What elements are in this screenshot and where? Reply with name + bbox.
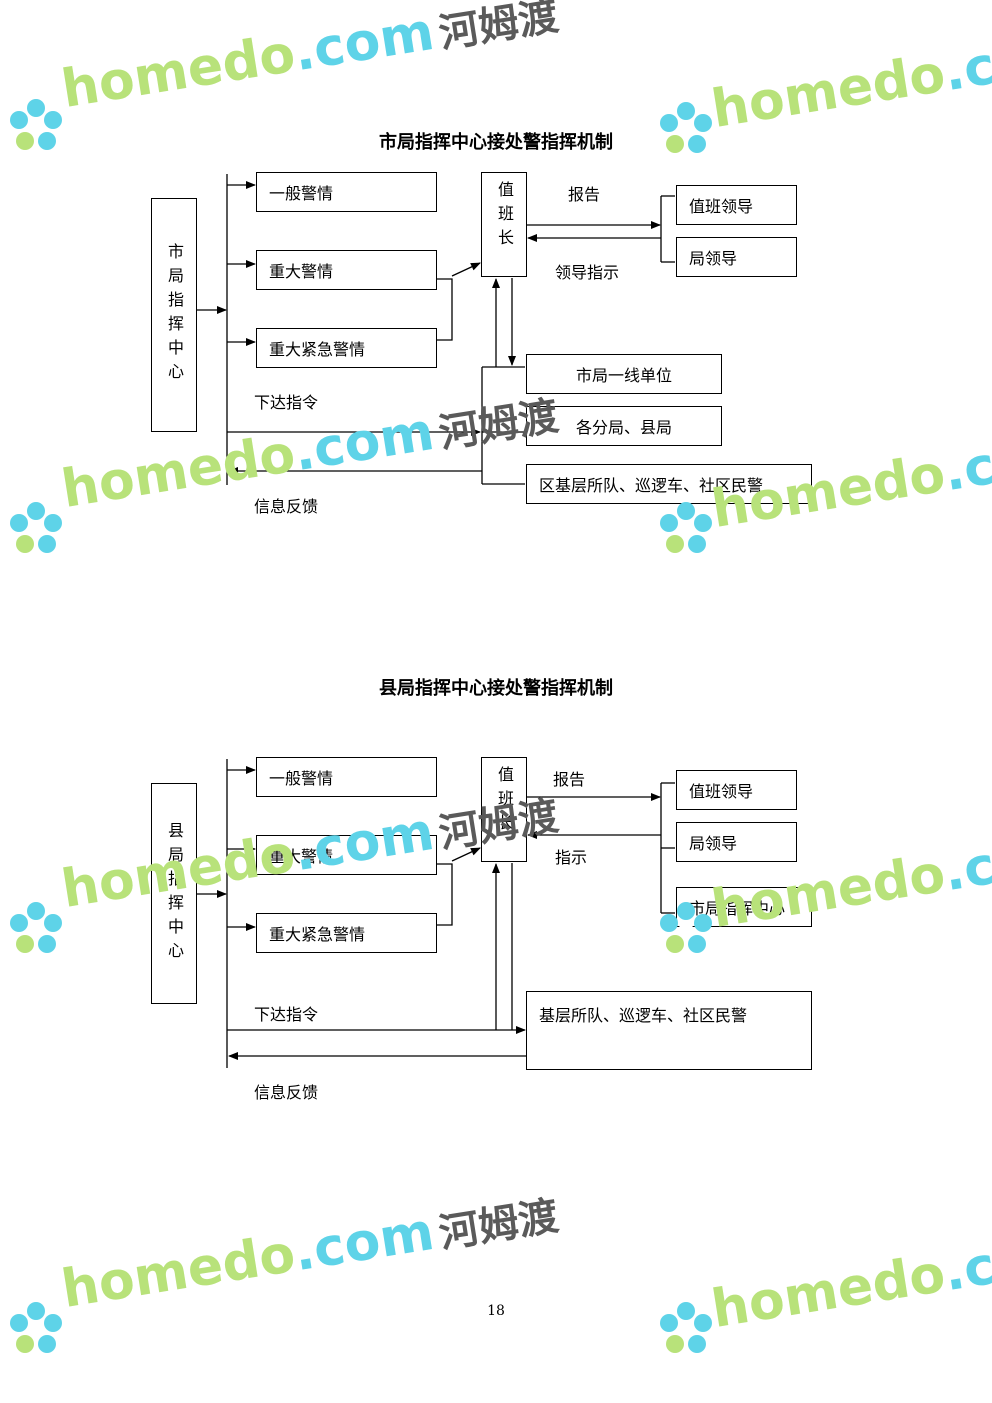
diagram1-command-label: 下达指令 (254, 393, 319, 412)
d1-arrow-to-chief (451, 262, 481, 277)
d2-arrow-to-chief (451, 847, 481, 862)
diagram1-leader-duty: 值班领导 (676, 185, 797, 225)
diagram1-unit-branches: 各分局、县局 (526, 406, 722, 446)
diagram1-leader-bureau: 局领导 (676, 237, 797, 277)
diagram2-report-label: 报告 (553, 770, 586, 789)
diagram2-title: 县局指挥中心接处警指挥机制 (379, 678, 613, 699)
diagram2-leader-bureau: 局领导 (676, 822, 797, 862)
d2-merge-line (437, 863, 453, 926)
d1-merge-line (437, 278, 453, 341)
diagram2-source-box: 县局指挥中心 (151, 783, 197, 1004)
diagram1-feedback-label: 信息反馈 (254, 497, 319, 516)
diagram1-title: 市局指挥中心接处警指挥机制 (379, 132, 613, 153)
diagram2-leader-duty: 值班领导 (676, 770, 797, 810)
diagram1-duty-chief-box: 值班长 (481, 172, 527, 277)
diagram2-unit-grassroots: 基层所队、巡逻车、社区民警 (526, 991, 812, 1070)
diagram1-source-box: 市局指挥中心 (151, 198, 197, 432)
diagram1-unit-grassroots: 区基层所队、巡逻车、社区民警 (526, 464, 812, 504)
diagram2-duty-chief-box: 值班长 (481, 757, 527, 862)
diagram2-command-label: 下达指令 (254, 1005, 319, 1024)
diagram2-case-major: 重大警情 (256, 835, 437, 875)
diagram1-case-urgent: 重大紧急警情 (256, 328, 437, 368)
diagram2-case-urgent: 重大紧急警情 (256, 913, 437, 953)
diagram2-case-general: 一般警情 (256, 757, 437, 797)
diagram1-report-label: 报告 (568, 185, 601, 204)
diagram1-unit-frontline: 市局一线单位 (526, 354, 722, 394)
diagram1-case-major: 重大警情 (256, 250, 437, 290)
page-number: 18 (487, 1303, 505, 1319)
diagram2-feedback-label: 信息反馈 (254, 1083, 319, 1102)
diagram2-instruction-label: 指示 (555, 848, 588, 867)
diagram1-case-general: 一般警情 (256, 172, 437, 212)
diagram1-instruction-label: 领导指示 (555, 263, 620, 282)
